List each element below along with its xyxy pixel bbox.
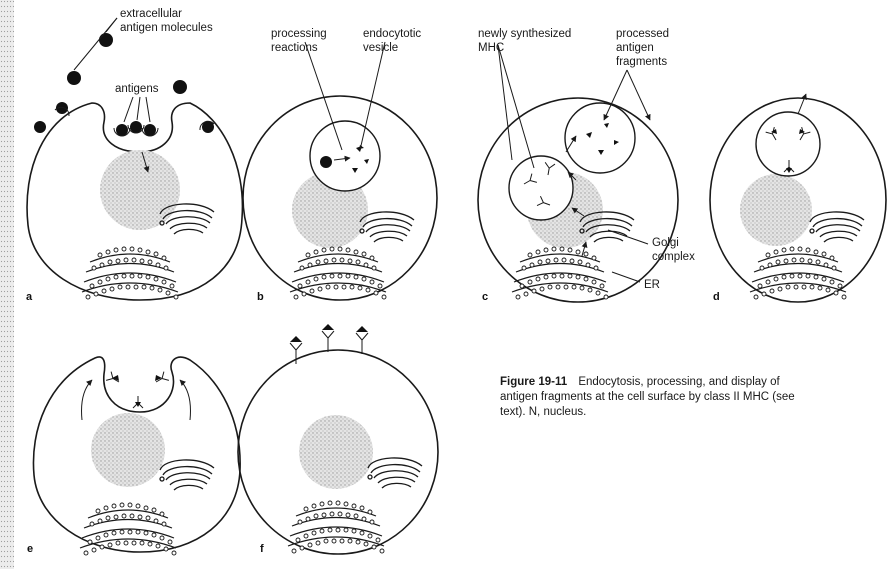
- label-er: ER: [644, 279, 660, 291]
- surface-mhc-antigen: [322, 324, 334, 352]
- label-endocytotic-1: endocytotic: [363, 28, 421, 40]
- er-b: [290, 247, 386, 299]
- er-d: [750, 247, 846, 299]
- vesicle-mhc-c: [509, 156, 573, 220]
- panel-c: newly synthesized MHC processed antigen …: [478, 28, 695, 303]
- antigen-particle: [173, 80, 187, 94]
- panel-letter-d: d: [713, 291, 720, 303]
- label-processed-1: processed: [616, 28, 669, 40]
- nucleus-d: [740, 174, 812, 246]
- panel-d: d: [710, 94, 886, 303]
- panel-letter-b: b: [257, 291, 264, 303]
- mhc-molecule: [106, 372, 121, 387]
- fragment: [112, 375, 162, 407]
- er-e: [80, 503, 176, 555]
- panel-letter-c: c: [482, 291, 488, 303]
- golgi-f: [368, 458, 422, 488]
- er-c: [512, 247, 608, 299]
- antigen-particle: [99, 33, 113, 47]
- label-processing-2: reactions: [271, 42, 318, 54]
- er-f: [288, 501, 384, 553]
- label-golgi-2: complex: [652, 251, 695, 263]
- surface-mhc-antigen: [290, 336, 302, 364]
- surface-mhc-antigen: [356, 326, 368, 354]
- endocytotic-vesicle-b: [310, 121, 380, 191]
- caption-line-3: text). N, nucleus.: [500, 406, 586, 418]
- label-extracellular-1: extracellular: [120, 8, 182, 20]
- vesicle-fragments-c: [565, 103, 635, 173]
- label-golgi-1: Golgi: [652, 237, 679, 249]
- label-newly-mhc-2: MHC: [478, 42, 504, 54]
- label-processing-1: processing: [271, 28, 327, 40]
- label-processed-3: fragments: [616, 56, 667, 68]
- vesicle-mhc-d: [756, 112, 820, 176]
- label-endocytotic-2: vesicle: [363, 42, 398, 54]
- caption-line-1: Figure 19-11 Endocytosis, processing, an…: [500, 376, 780, 388]
- label-newly-mhc-1: newly synthesized: [478, 28, 571, 40]
- antigen-particle: [67, 71, 81, 85]
- caption-figure-label: Figure 19-11: [500, 376, 568, 388]
- panel-a: extracellular antigen molecules antigens…: [26, 8, 242, 303]
- panel-f: f: [238, 324, 438, 555]
- figure-caption: Figure 19-11 Endocytosis, processing, an…: [500, 376, 795, 418]
- golgi-d: [810, 212, 864, 242]
- antigen-particle: [34, 121, 46, 133]
- bound-antigen: [144, 124, 156, 136]
- bound-antigen: [130, 121, 142, 133]
- label-processed-2: antigen: [616, 42, 654, 54]
- caption-line-2: antigen fragments at the cell surface by…: [500, 391, 795, 403]
- antigen-particle: [320, 156, 332, 168]
- golgi-e: [160, 460, 214, 490]
- golgi-b: [360, 212, 414, 242]
- caption-text-1: Endocytosis, processing, and display of: [578, 376, 780, 388]
- nucleus-f: [299, 415, 373, 489]
- label-extracellular-2: antigen molecules: [120, 22, 213, 34]
- nucleus-e: [91, 413, 165, 487]
- label-antigens: antigens: [115, 83, 159, 95]
- nucleus-a: [100, 150, 180, 230]
- bound-antigen: [116, 124, 128, 136]
- panel-e: e: [27, 357, 240, 555]
- panel-letter-e: e: [27, 543, 33, 555]
- panel-letter-a: a: [26, 291, 33, 303]
- scan-edge: [0, 0, 14, 569]
- er-a: [82, 247, 178, 299]
- panel-letter-f: f: [260, 543, 264, 555]
- panel-b: processing reactions endocytotic vesicle…: [243, 28, 437, 303]
